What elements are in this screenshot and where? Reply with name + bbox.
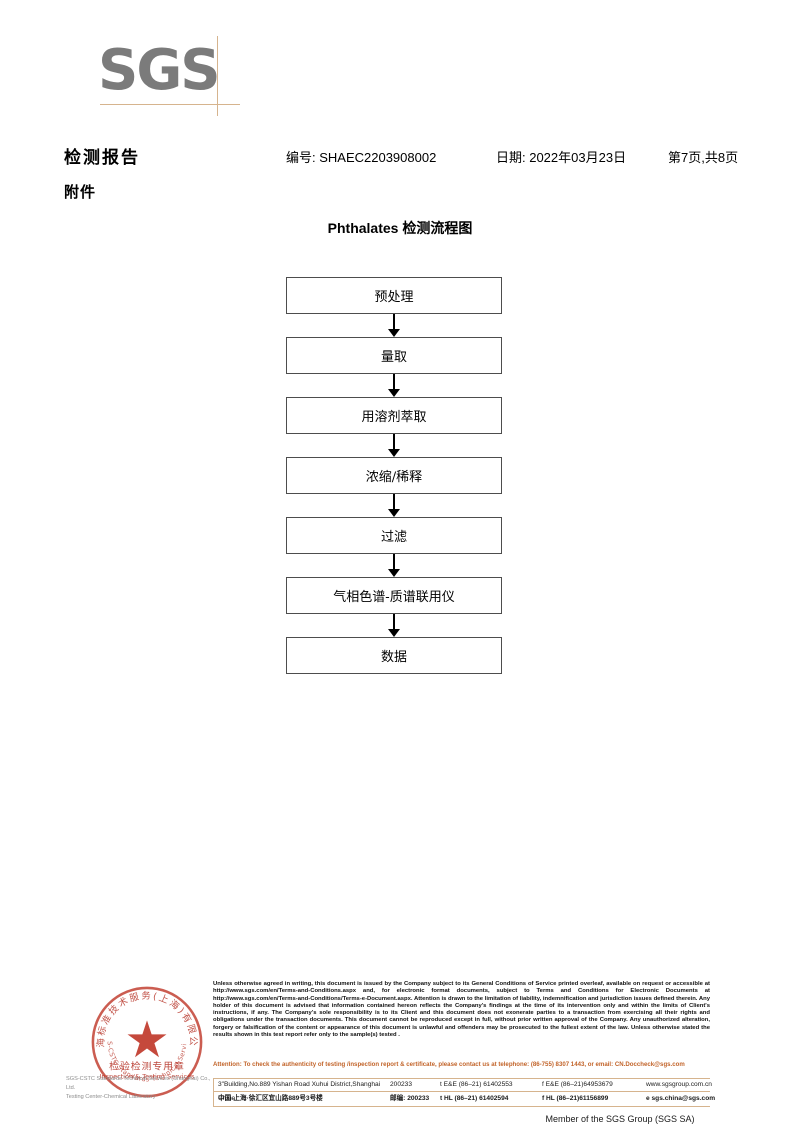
arrow-shaft <box>393 554 395 571</box>
attachment-label: 附件 <box>64 184 97 201</box>
address-row-english: 3"Building,No.889 Yishan Road Xuhui Dist… <box>218 1078 712 1102</box>
flow-arrow-2 <box>286 374 502 397</box>
flow-step-label: 气相色谱-质谱联用仪 <box>333 590 455 605</box>
email-link[interactable]: e sgs.china@sgs.com <box>646 1095 716 1102</box>
flow-step-preprocessing: 预处理 <box>286 277 502 314</box>
flow-step-gcms: 气相色谱-质谱联用仪 <box>286 577 502 614</box>
flowchart-title: Phthalates 检测流程图 <box>327 220 473 236</box>
sgs-group-member-line: Member of the SGS Group (SGS SA) <box>545 1114 695 1124</box>
address-row-chinese: 中国·上海·徐汇区宜山路889号3号楼 邮编: 200233 t HL (86–… <box>218 1092 715 1106</box>
report-header: 检测报告 编号: SHAEC2203908002 日期: 2022年03月23日… <box>64 143 744 167</box>
flow-step-label: 过滤 <box>380 530 407 545</box>
flow-step-label: 用溶剂萃取 <box>361 410 427 425</box>
postcode-cn: 邮编: 200233 <box>390 1095 430 1102</box>
fax-hl: f HL (86–21)61156899 <box>542 1095 609 1102</box>
flow-step-filtration: 过滤 <box>286 517 502 554</box>
company-seal-stamp-icon: 上海标准技术服务(上海)有限公司 SGS-CSTC Standards Tech… <box>88 983 203 1098</box>
arrow-head-icon <box>388 329 400 337</box>
svg-text:检验检测专用章: 检验检测专用章 <box>109 1060 185 1073</box>
page-counter: 第7页,共8页 <box>668 150 739 165</box>
telephone-hl: t HL (86–21) 61402594 <box>440 1095 509 1102</box>
arrow-shaft <box>393 314 395 331</box>
flow-arrow-5 <box>286 554 502 577</box>
address-line-cn: 中国·上海·徐汇区宜山路889号3号楼 <box>218 1095 323 1102</box>
flow-arrow-4 <box>286 494 502 517</box>
logo-rule-horizontal <box>100 104 240 105</box>
flow-step-label: 浓缩/稀释 <box>365 470 423 485</box>
report-number: 编号: SHAEC2203908002 <box>286 150 437 165</box>
arrow-shaft <box>393 614 395 631</box>
flow-step-label: 数据 <box>380 650 407 665</box>
sgs-wordmark: SGS <box>98 38 221 103</box>
telephone-ee: t E&E (86–21) 61402553 <box>440 1081 513 1088</box>
flow-arrow-1 <box>286 314 502 337</box>
logo-rule-vertical <box>217 36 218 116</box>
arrow-head-icon <box>388 629 400 637</box>
flow-step-solvent-extraction: 用溶剂萃取 <box>286 397 502 434</box>
arrow-shaft <box>393 494 395 511</box>
report-date: 日期: 2022年03月23日 <box>496 150 627 165</box>
arrow-head-icon <box>388 509 400 517</box>
flow-step-concentrate-dilute: 浓缩/稀释 <box>286 457 502 494</box>
flow-step-label: 量取 <box>380 350 407 365</box>
address-rule-middle <box>213 1091 710 1092</box>
fax-ee: f E&E (86–21)64953679 <box>542 1081 613 1088</box>
sgs-logo: SGS <box>98 40 228 102</box>
page-footer: 上海标准技术服务(上海)有限公司 SGS-CSTC Standards Tech… <box>0 975 800 1131</box>
flow-step-data: 数据 <box>286 637 502 674</box>
flow-step-measure: 量取 <box>286 337 502 374</box>
seal-subtext-line2: Testing Center-Chemical Laboratory <box>66 1094 156 1100</box>
flowchart: 预处理 量取 用溶剂萃取 浓缩/稀释 过滤 气相色谱-质谱联用仪 数据 <box>286 277 504 674</box>
arrow-shaft <box>393 434 395 451</box>
footer-attention-text: Attention: To check the authenticity of … <box>213 1061 685 1068</box>
postcode-en: 200233 <box>390 1081 413 1088</box>
address-rule-top <box>213 1078 710 1079</box>
arrow-head-icon <box>388 569 400 577</box>
seal-subtext-line1: SGS-CSTC Standards Technical Services (S… <box>66 1076 211 1091</box>
address-line-en: 3"Building,No.889 Yishan Road Xuhui Dist… <box>218 1081 381 1102</box>
website-link[interactable]: www.sgsgroup.com.cn <box>646 1081 712 1088</box>
address-rule-bottom <box>213 1106 710 1107</box>
footer-terms-text: Unless otherwise agreed in writing, this… <box>213 981 710 1039</box>
page-title: 检测报告 <box>64 148 140 167</box>
arrow-shaft <box>393 374 395 391</box>
arrow-head-icon <box>388 389 400 397</box>
seal-subtext: SGS-CSTC Standards Technical Services (S… <box>66 1075 216 1102</box>
arrow-head-icon <box>388 449 400 457</box>
address-rule-vertical <box>213 1078 214 1107</box>
flow-step-label: 预处理 <box>374 290 414 305</box>
svg-text:Inspection & Testing Services: Inspection & Testing Services <box>100 1072 195 1080</box>
flow-arrow-6 <box>286 614 502 637</box>
flow-arrow-3 <box>286 434 502 457</box>
